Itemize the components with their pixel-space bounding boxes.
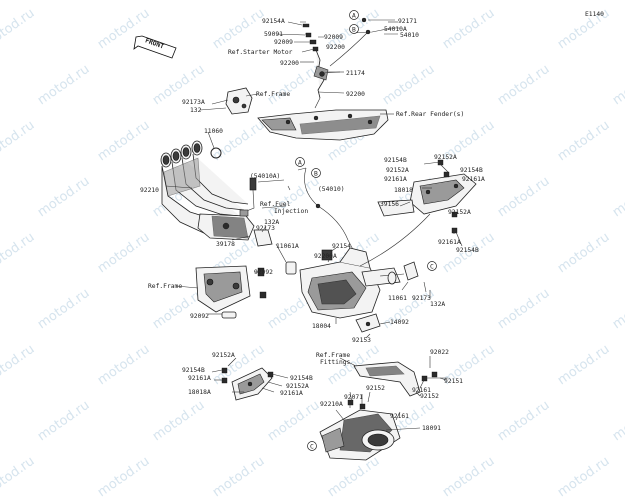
label-92009a: 92009 — [324, 34, 343, 41]
label-92152-b2: 92152 — [420, 393, 439, 400]
label-39156: 39156 — [380, 201, 399, 208]
label-92173-r: 92173 — [412, 295, 431, 302]
ref-rear-fender: Ref.Rear Fender(s) — [396, 111, 464, 118]
label-92161-b1: 92161 — [412, 387, 431, 394]
label-132A-r: 132A — [430, 301, 445, 308]
svg-text:A: A — [298, 160, 302, 167]
label-59091: 59091 — [264, 31, 283, 38]
label-92153: 92153 — [352, 337, 371, 344]
svg-text:C: C — [430, 264, 434, 271]
label-92200c: 92200 — [346, 91, 365, 98]
label-92152A-bl: 92152A — [212, 352, 235, 359]
label-92200a: 92200 — [326, 44, 345, 51]
label-92154B-r1: 92154B — [384, 157, 407, 164]
svg-text:C: C — [310, 444, 314, 451]
label-11061A: 11061A — [276, 243, 299, 250]
label-92151: 92151 — [444, 378, 463, 385]
label-92154A: 92154A — [262, 18, 285, 25]
label-54010-mid: (54010) — [318, 186, 345, 193]
label-92210: 92210 — [140, 187, 159, 194]
muffler: C — [307, 391, 401, 461]
label-92161A-r2: 92161A — [462, 176, 485, 183]
label-92152A-r3: 92152A — [448, 209, 471, 216]
label-92152-b1: 92152 — [366, 385, 385, 392]
exhaust-parts-diagram: FRONT E1140 A B — [133, 10, 604, 461]
ref-fuel-2: Injection — [274, 208, 308, 215]
label-11060: 11060 — [204, 128, 223, 135]
svg-text:B: B — [352, 27, 356, 34]
label-92152A-r2: 92152A — [386, 167, 409, 174]
connector-11061 — [387, 261, 419, 285]
ref-starter-motor: Ref.Starter Motor — [228, 49, 293, 56]
front-direction-arrow: FRONT — [133, 35, 177, 59]
callout-a-top: A — [349, 10, 359, 20]
svg-text:A: A — [352, 13, 356, 20]
ref-fuel-1: Ref.Fuel — [260, 201, 291, 208]
label-54010A-mid: (54010A) — [250, 173, 280, 180]
label-92092b: 92092 — [190, 313, 209, 320]
callout-b-mid: B — [311, 168, 321, 178]
label-92161-b2: 92161 — [390, 413, 409, 420]
frame-bracket-top — [225, 87, 259, 115]
rear-silencer-cover — [257, 109, 394, 141]
callout-b-top: B — [349, 24, 359, 34]
part-labels: 92154A 92171 54010A 54010 59091 92009 92… — [140, 18, 485, 432]
label-92171: 92171 — [398, 18, 417, 25]
label-92154-mid: 92154 — [332, 243, 351, 250]
silencer-bracket — [353, 361, 448, 397]
ref-frame-top: Ref.Frame — [256, 91, 290, 98]
label-132-top: 132 — [190, 107, 202, 114]
label-92154B-r3: 92154B — [456, 247, 479, 254]
label-54010A-top: 54010A — [384, 26, 407, 33]
label-11061: 11061 — [388, 295, 407, 302]
ref-frame-fittings-2: Fittings — [320, 359, 351, 366]
label-92009b: 92009 — [274, 39, 293, 46]
label-92210A: 92210A — [320, 401, 343, 408]
oxygen-sensor — [239, 177, 257, 217]
label-92152A-r1: 92152A — [434, 154, 457, 161]
diagram-code: E1140 — [585, 11, 604, 18]
label-92022: 92022 — [430, 349, 449, 356]
label-14092: 14092 — [390, 319, 409, 326]
label-92161A-r1: 92161A — [384, 176, 407, 183]
ref-frame-fittings-1: Ref.Frame — [316, 352, 350, 359]
label-92161A-bl: 92161A — [188, 375, 211, 382]
label-92154B-bl2: 92154B — [290, 375, 313, 382]
ref-frame-left: Ref.Frame — [148, 283, 182, 290]
label-92173A-top: 92173A — [182, 99, 205, 106]
label-39178: 39178 — [216, 241, 235, 248]
label-92152A-bl2: 92152A — [286, 383, 309, 390]
label-92092a: 92092 — [254, 269, 273, 276]
link-pipe-right: C — [359, 213, 437, 271]
label-92154B-r2: 92154B — [460, 167, 483, 174]
label-92200A: 92200A — [314, 253, 337, 260]
gasket-ring — [207, 131, 222, 159]
label-18018A: 18018A — [188, 389, 211, 396]
label-132A-mid: 132A — [264, 219, 279, 226]
label-92161A-bl2: 92161A — [280, 390, 303, 397]
label-21174: 21174 — [346, 70, 365, 77]
leader-lines — [165, 21, 463, 431]
callout-a-mid: A — [295, 157, 305, 167]
label-92161A-r3: 92161A — [438, 239, 461, 246]
heat-shield-bottom-left — [221, 367, 274, 401]
label-92154B-bl: 92154B — [182, 367, 205, 374]
svg-text:B: B — [314, 171, 318, 178]
heat-shield-right — [377, 159, 477, 234]
frame-bracket-left — [175, 265, 267, 319]
label-18091: 18091 — [422, 425, 441, 432]
label-18018: 18018 — [394, 187, 413, 194]
exhaust-chamber — [299, 247, 405, 319]
small-cover-14092 — [355, 313, 381, 333]
label-92173-mid: 92173 — [256, 225, 275, 232]
label-92200b: 92200 — [280, 60, 299, 67]
exhaust-header-pipes — [160, 140, 255, 241]
label-18004: 18004 — [312, 323, 331, 330]
label-54010: 54010 — [400, 32, 419, 39]
clamp-11061a — [253, 229, 297, 275]
label-92071: 92071 — [344, 394, 363, 401]
